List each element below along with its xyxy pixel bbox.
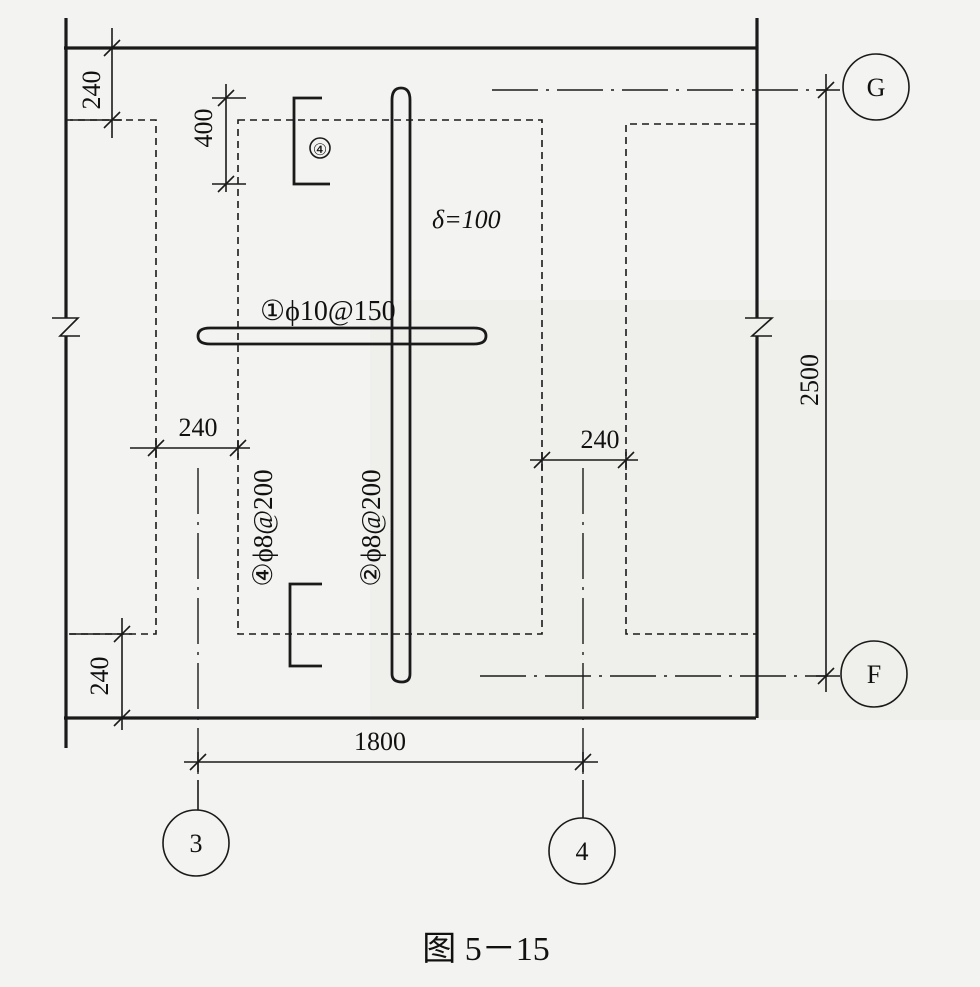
- wall-outline: [52, 18, 775, 748]
- axis-bubble-f: F: [840, 640, 908, 708]
- rebar-4-top-bracket: [292, 96, 330, 186]
- dim-span-y-label: 2500: [795, 354, 824, 406]
- left-opening-dashed: [66, 119, 157, 635]
- rebar-4-mark-label: ④: [313, 142, 327, 159]
- dim-left-gap: [130, 439, 250, 458]
- axis-bubble-g: G: [842, 53, 910, 121]
- axis-f-label: F: [867, 660, 881, 689]
- axis-3-label: 3: [190, 829, 203, 858]
- background-bleed-through: [370, 300, 980, 720]
- dim-right-gap-label: 240: [581, 425, 620, 454]
- rebar-1-label: ①ϕ10@150: [260, 296, 396, 327]
- dim-span-x: [184, 752, 598, 772]
- rebar-2-label: ②ϕ8@200: [356, 469, 386, 586]
- dim-right-gap: [530, 451, 638, 470]
- axis-bubble-3: 3: [162, 780, 230, 877]
- dim-hook-length-label: 400: [189, 109, 218, 148]
- dim-span-x-label: 1800: [354, 727, 406, 756]
- axis-4-label: 4: [576, 837, 589, 866]
- dim-bottom-wall: [70, 618, 132, 730]
- rebar-4-bottom-bracket: [288, 582, 322, 668]
- axis-lines: [197, 89, 828, 780]
- dim-left-gap-label: 240: [179, 413, 218, 442]
- slab-thickness-label: δ=100: [432, 205, 501, 234]
- rebar-1-horizontal: [196, 326, 488, 346]
- right-opening-dashed: [625, 123, 757, 635]
- axis-g-label: G: [867, 73, 886, 102]
- axis-bubble-4: 4: [548, 780, 616, 885]
- rebar-4-label: ④ϕ8@200: [248, 469, 278, 586]
- dim-top-wall: [70, 28, 122, 138]
- dim-span-y: [816, 74, 840, 692]
- rebar-2-vertical: [390, 86, 412, 684]
- rebar-4-mark: ④: [309, 137, 331, 159]
- figure-caption: 图 5－15: [422, 931, 550, 968]
- dim-top-wall-label: 240: [77, 71, 106, 110]
- dim-bottom-wall-label: 240: [85, 657, 114, 696]
- dim-hook-length: [212, 84, 246, 193]
